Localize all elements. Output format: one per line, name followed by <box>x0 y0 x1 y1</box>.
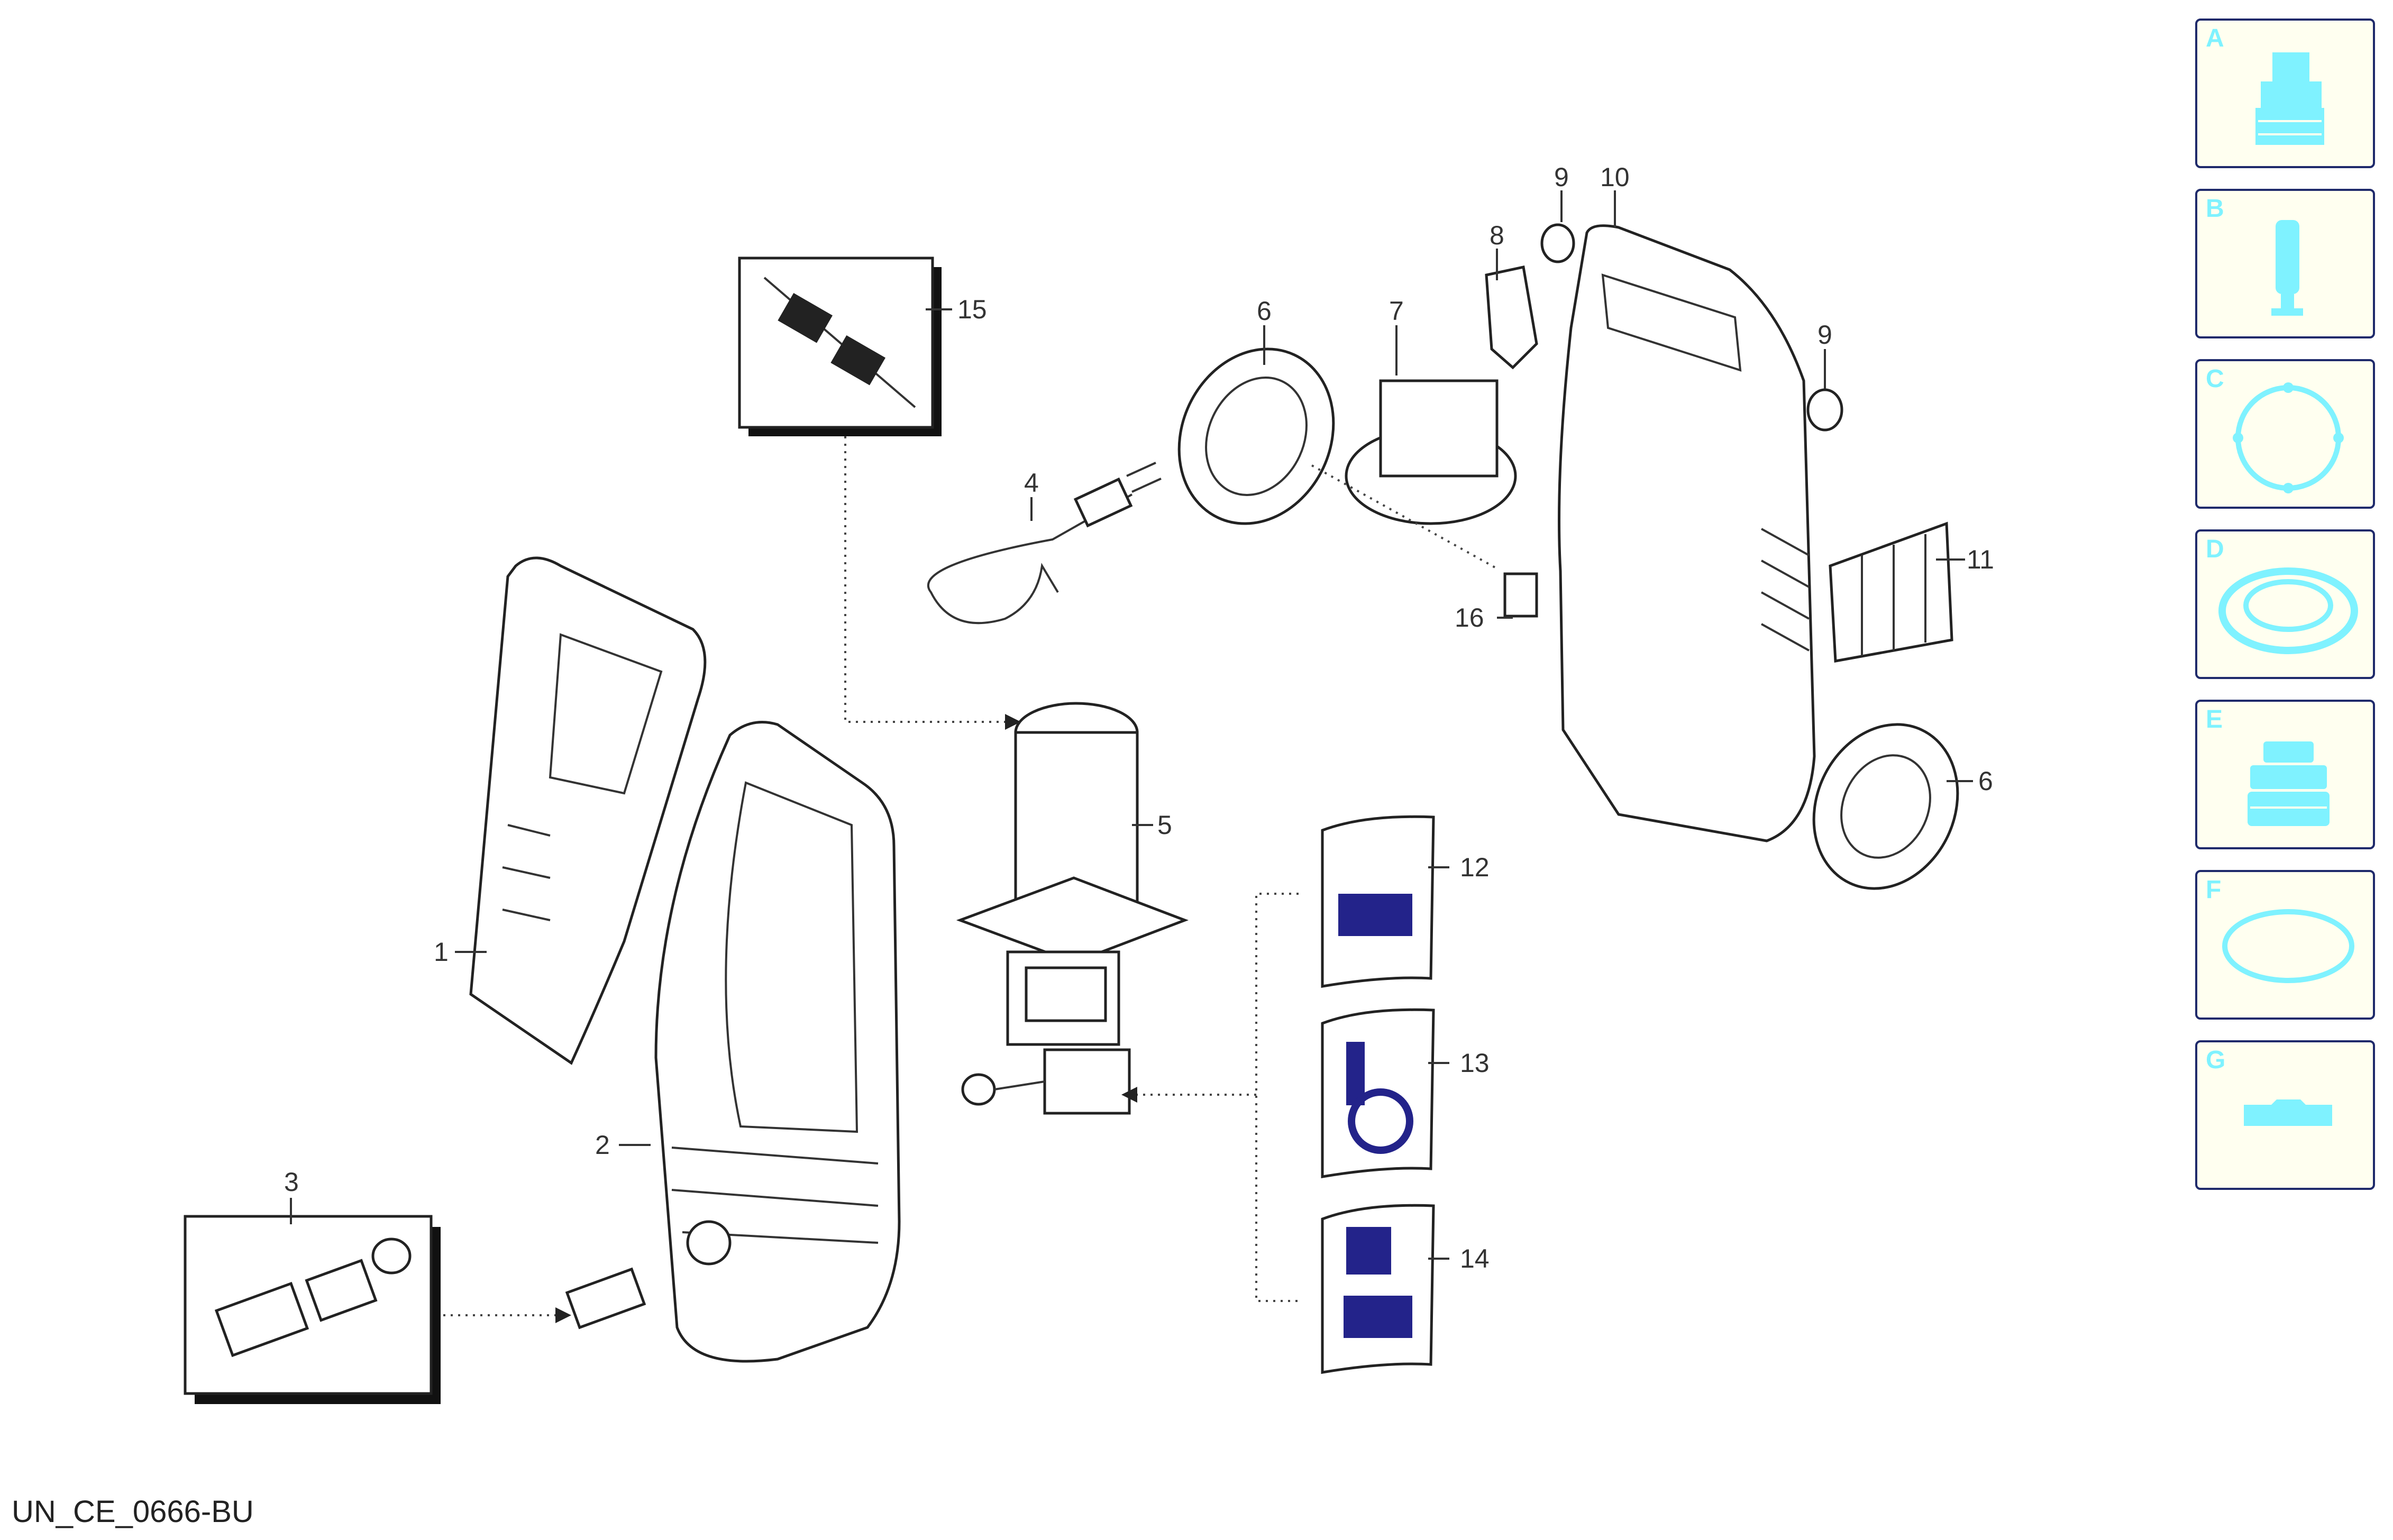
inlet-coupling-fitted[interactable] <box>565 1267 646 1330</box>
callout-16: 16 <box>1455 603 1484 632</box>
o-ring-icon <box>2222 909 2354 983</box>
flat-bracket-icon <box>2244 1099 2332 1126</box>
callout-7: 7 <box>1389 296 1404 326</box>
callout-8: 8 <box>1490 221 1504 250</box>
sidebar-card-e[interactable]: E <box>2195 700 2375 849</box>
part-11-vent-grille[interactable] <box>1829 521 1953 663</box>
callout-6-lower: 6 <box>1978 766 1993 796</box>
sidebar-card-b[interactable]: B <box>2195 189 2375 338</box>
part-8-hose-hook[interactable] <box>1485 265 1538 370</box>
part-14-kit-bag[interactable] <box>1321 1204 1435 1374</box>
sidebar-card-letter: A <box>2206 24 2224 52</box>
callout-10: 10 <box>1600 162 1630 192</box>
nozzle-pin-icon <box>2271 220 2303 316</box>
callout-12: 12 <box>1460 852 1490 882</box>
connector-15-to-5 <box>844 436 1005 723</box>
callout-14: 14 <box>1460 1244 1490 1273</box>
callout-6-upper: 6 <box>1257 296 1272 326</box>
sidebar-card-d[interactable]: D <box>2195 529 2375 679</box>
part-5-motor-pump-assembly[interactable] <box>956 702 1189 1115</box>
connector-kits-to-pump <box>1137 893 1299 1302</box>
seal-ring-icon <box>2218 567 2358 654</box>
part-2-front-housing[interactable] <box>654 721 901 1363</box>
part-10-rear-housing[interactable] <box>1558 224 1816 842</box>
callout-4: 4 <box>1024 468 1039 498</box>
part-13-kit-bag[interactable] <box>1321 1008 1435 1178</box>
callout-9-upper: 9 <box>1554 162 1569 192</box>
arrow-head-kits <box>1121 1087 1137 1103</box>
part-1-handle-cover[interactable] <box>469 556 707 1065</box>
sidebar-card-letter: B <box>2206 195 2224 223</box>
part-6-wheel-lower[interactable] <box>1788 701 1984 912</box>
sidebar-card-letter: G <box>2206 1046 2226 1074</box>
callout-5: 5 <box>1157 810 1172 840</box>
part-4-power-cable[interactable] <box>927 462 1162 625</box>
callout-11: 11 <box>1967 545 1994 574</box>
part-9-cap-right[interactable] <box>1806 388 1843 432</box>
sidebar-card-letter: C <box>2206 365 2224 393</box>
sidebar-card-a[interactable]: A <box>2195 19 2375 168</box>
quick-coupling-icon <box>2255 52 2324 145</box>
callout-1: 1 <box>434 937 449 967</box>
sidebar-card-c[interactable]: C <box>2195 359 2375 509</box>
leader-lines <box>290 190 1973 1260</box>
part-12-kit-bag[interactable] <box>1321 815 1435 988</box>
arrow-head-3 <box>555 1307 571 1323</box>
part-7-switch-cover[interactable] <box>1345 379 1517 525</box>
callout-13: 13 <box>1460 1048 1490 1078</box>
part-6-wheel-upper[interactable] <box>1151 324 1361 549</box>
callout-3: 3 <box>284 1167 299 1197</box>
part-9-cap-upper[interactable] <box>1540 223 1575 263</box>
drawing-code: UN_CE_0666-BU <box>12 1495 254 1529</box>
sidebar-card-letter: D <box>2206 535 2224 563</box>
gasket-ring-icon <box>2233 382 2344 493</box>
part-16-clip[interactable] <box>1503 572 1538 618</box>
callout-9-right: 9 <box>1817 320 1832 350</box>
part-15-carbon-brush-box[interactable] <box>738 256 942 436</box>
callout-15: 15 <box>957 295 987 324</box>
part-3-inlet-coupling-box[interactable] <box>184 1215 441 1404</box>
sidebar-card-g[interactable]: G <box>2195 1040 2375 1190</box>
sidebar-card-letter: E <box>2206 705 2223 734</box>
callout-2: 2 <box>595 1130 610 1160</box>
arrow-head-15 <box>1005 714 1021 730</box>
sidebar-card-f[interactable]: F <box>2195 870 2375 1020</box>
sidebar-card-letter: F <box>2206 876 2222 904</box>
piston-seal-icon <box>2248 741 2330 826</box>
